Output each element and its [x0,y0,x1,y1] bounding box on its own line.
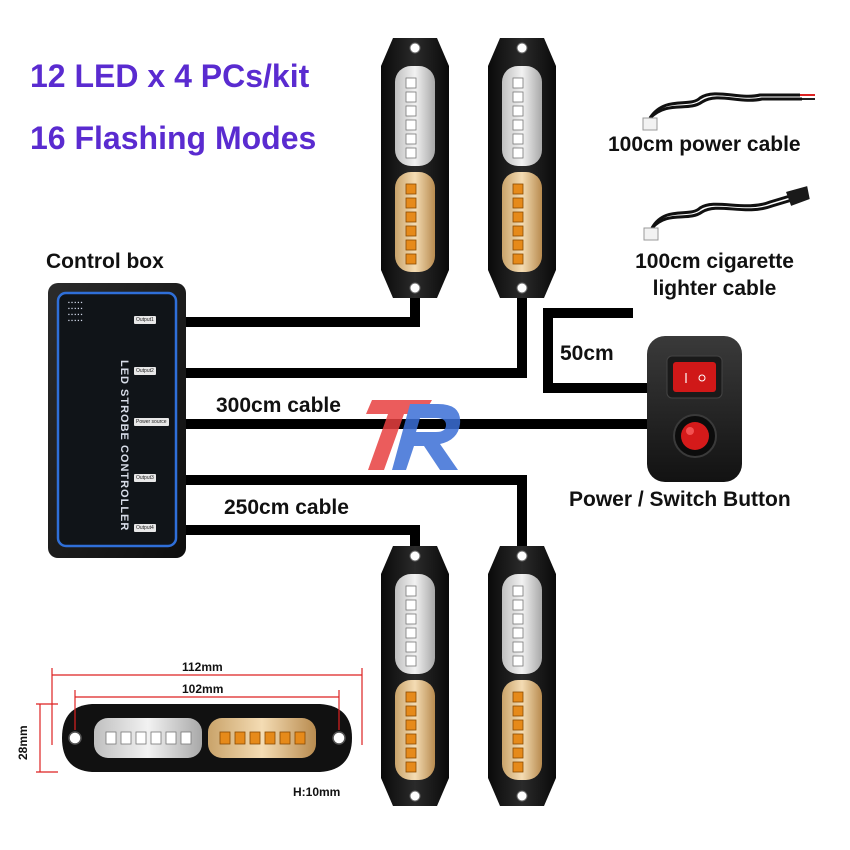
amber-led [294,731,306,745]
port-output3: Output3 [134,474,156,482]
amber-led [249,731,261,745]
strobe-bars [381,38,556,806]
label-250cm: 250cm cable [224,496,349,519]
label-control-box: Control box [46,250,164,273]
port-output2: Output2 [134,367,156,375]
headline-led-count: 12 LED x 4 PCs/kit [30,58,310,94]
dimension-drawing [36,668,363,773]
dim-thickness: H:10mm [293,785,341,799]
white-led [120,731,132,745]
headline-flash-modes: 16 Flashing Modes [30,120,317,156]
label-50cm: 50cm [560,342,614,365]
port-power-source: Power source [134,418,169,426]
port-output1: Output1 [134,316,156,324]
strobe-bar-2 [488,38,556,298]
strobe-bar-1 [381,38,449,298]
spec-text: ▪ ▪ ▪ ▪ ▪▪ ▪ ▪ ▪ ▪▪ ▪ ▪ ▪ ▪▪ ▪ ▪ ▪ ▪ [68,300,83,324]
label-power-cable: 100cm power cable [608,133,801,156]
cable-output3 [185,475,527,560]
controller-title: LED STROBE CONTROLLER [118,360,130,532]
cable-50 [543,308,650,393]
white-led [180,731,192,745]
cable-output1 [185,292,420,327]
watermark-logo [366,400,461,470]
cable-output2 [185,292,527,378]
port-output4: Output4 [134,524,156,532]
amber-led [279,731,291,745]
dim-outer: 112mm [182,660,223,674]
cigarette-cable [643,186,810,241]
white-led [135,731,147,745]
amber-led [264,731,276,745]
white-led [105,731,117,745]
amber-led [219,731,231,745]
dim-height: 28mm [16,725,30,760]
strobe-bar-3 [381,546,449,806]
label-switch: Power / Switch Button [569,488,791,511]
dim-inner: 102mm [182,682,224,696]
label-cig-cable-1: 100cm cigarette [635,250,794,273]
white-led [165,731,177,745]
label-cig-cable-2: lighter cable [652,277,777,300]
switch-box [647,336,742,482]
label-300cm: 300cm cable [216,394,341,417]
cable-output4 [185,525,420,560]
white-led [150,731,162,745]
amber-led [234,731,246,745]
strobe-bar-4 [488,546,556,806]
control-box [48,283,186,558]
power-cable [642,92,815,131]
